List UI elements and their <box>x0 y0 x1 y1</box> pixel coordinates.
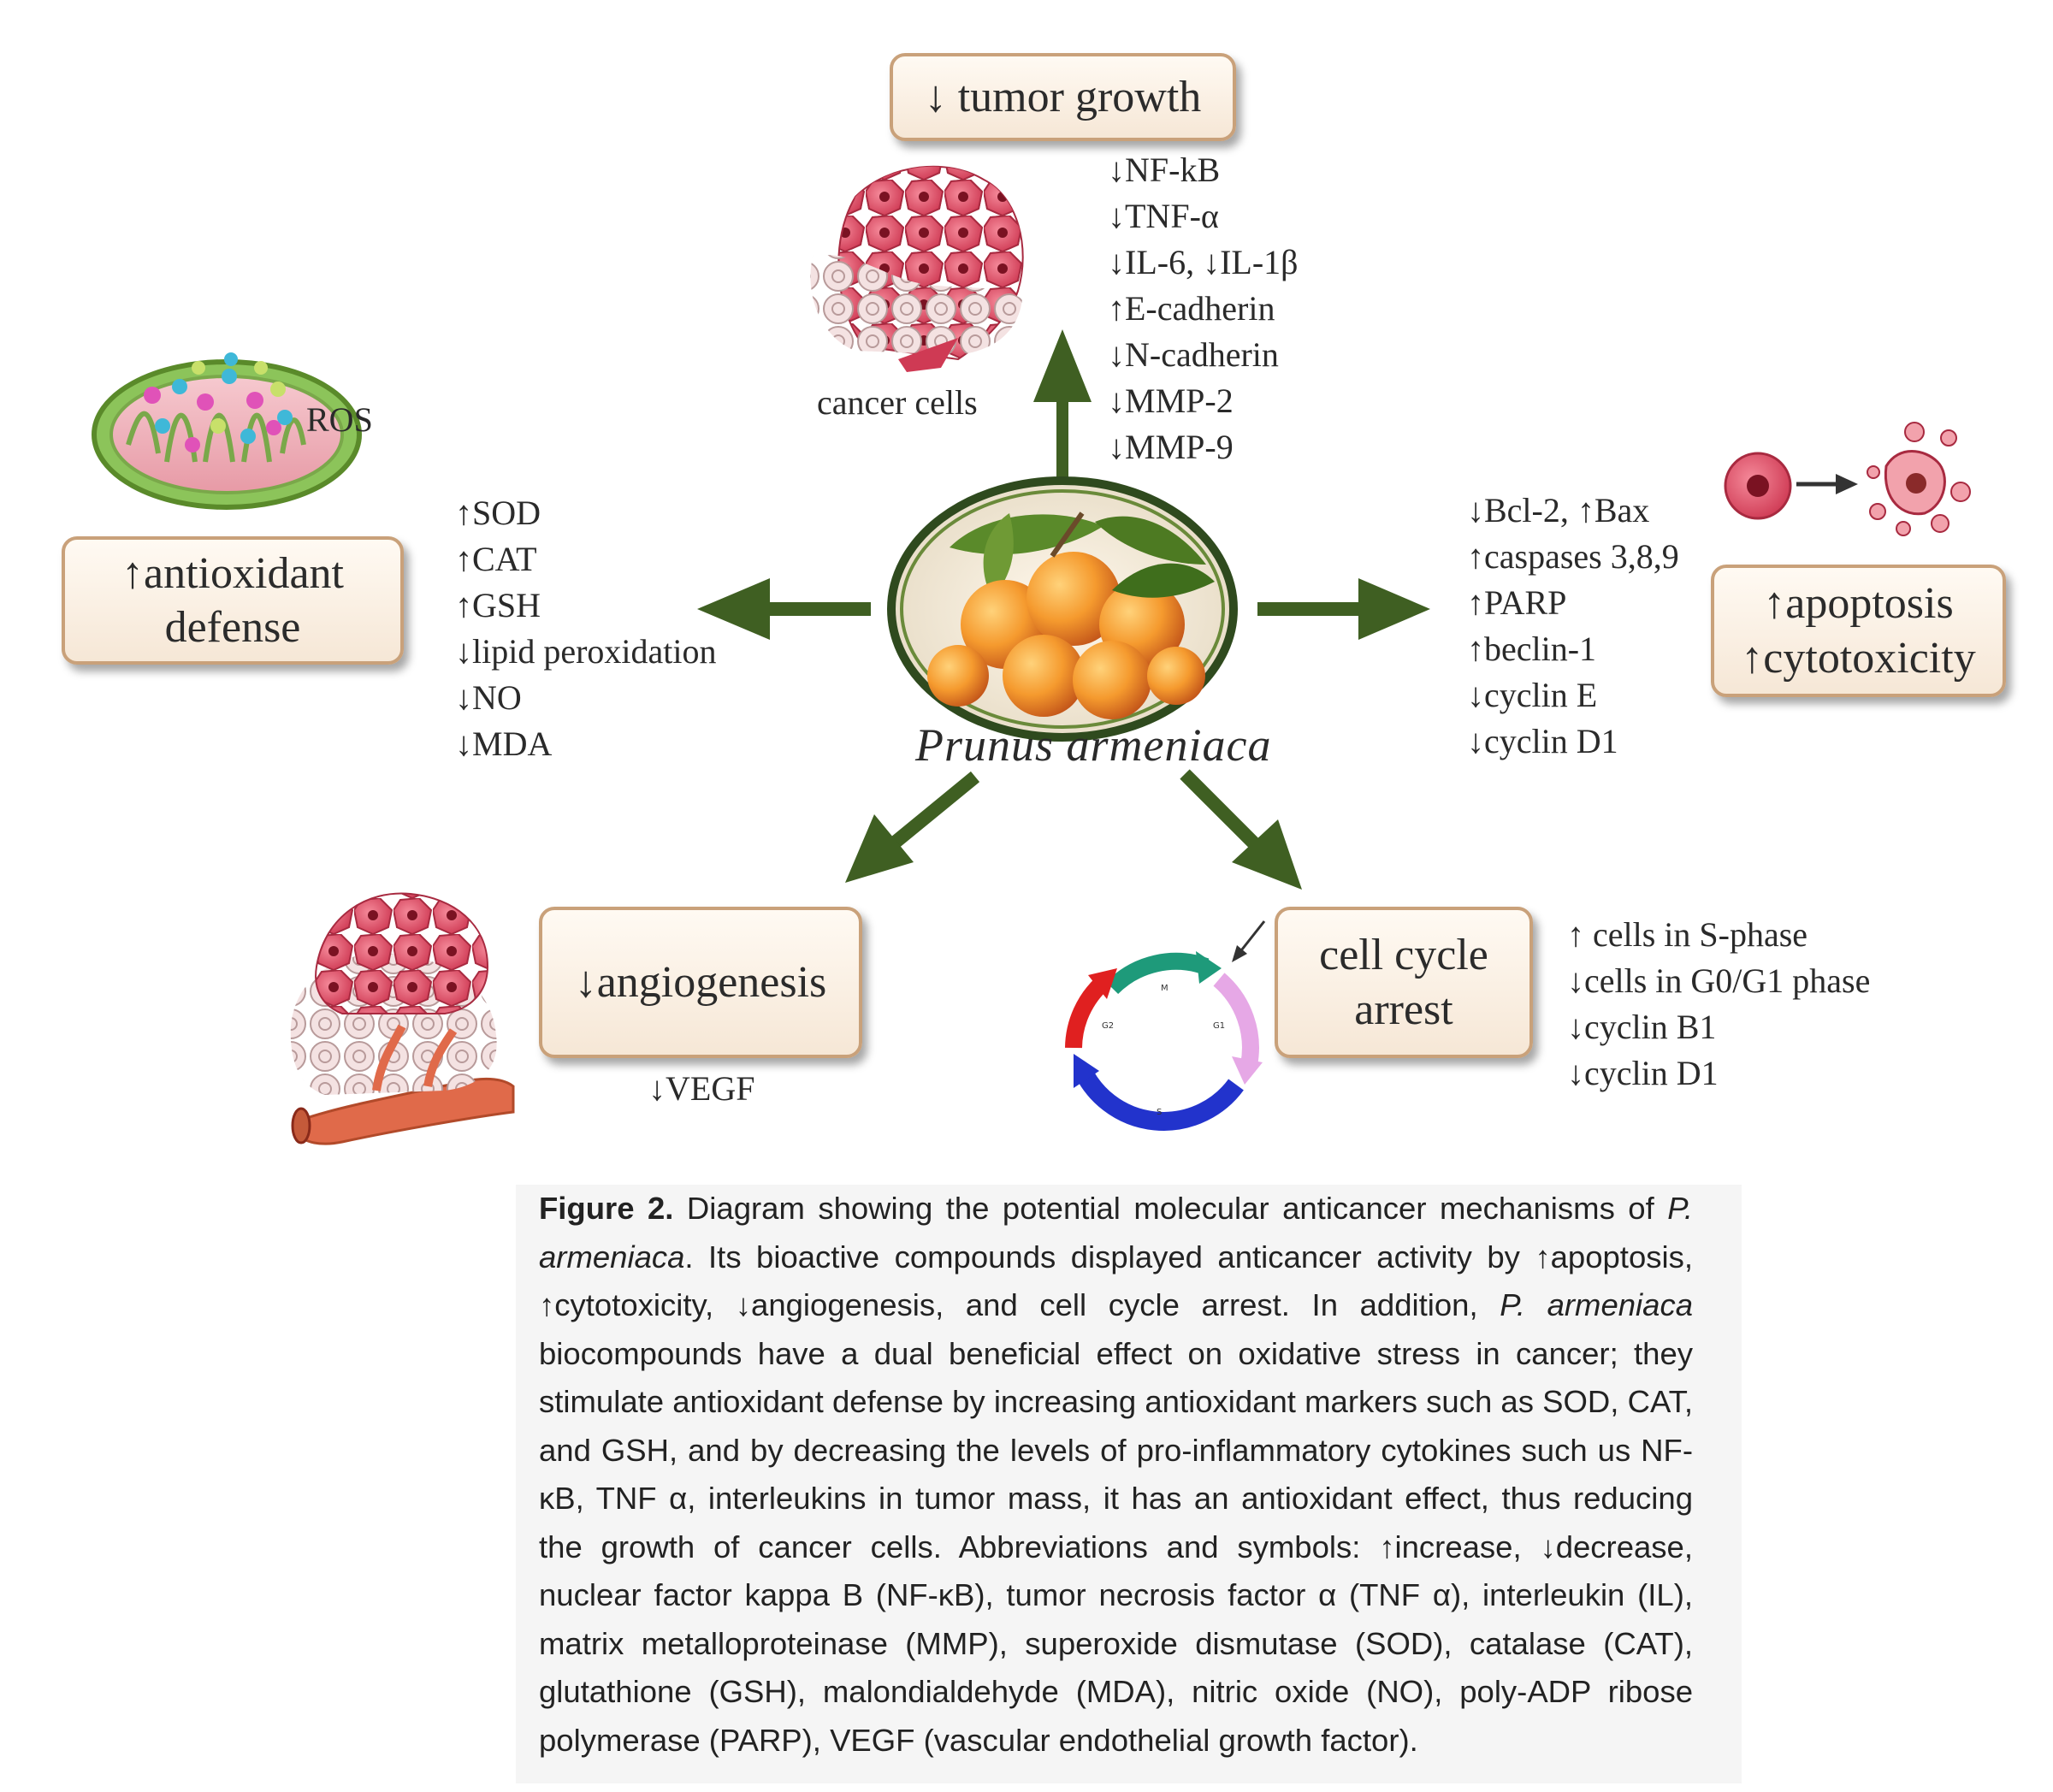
arrow-down-right <box>1180 769 1302 890</box>
antioxidant-markers: ↑SOD ↑CAT ↑GSH ↓lipid peroxidation ↓NO ↓… <box>455 490 717 767</box>
arrow-right <box>1257 578 1430 640</box>
marker-item: ↓N-cadherin <box>1108 335 1279 374</box>
cell-cycle-markers: ↑ cells in S-phase ↓cells in G0/G1 phase… <box>1567 912 1870 1097</box>
phase-g2-label: G2 <box>1102 1021 1114 1031</box>
marker-item: ↑caspases 3,8,9 <box>1467 537 1679 576</box>
mitochondrion-illustration <box>92 352 362 510</box>
antioxidant-line1: ↑antioxidant <box>121 548 344 598</box>
marker-item: ↓MDA <box>455 724 553 763</box>
marker-item: ↓IL-6, ↓IL-1β <box>1108 243 1299 281</box>
marker-item: ↑beclin-1 <box>1467 630 1597 668</box>
apoptotic-fragments <box>1867 422 1971 536</box>
cell-cycle-line2: arrest <box>1354 985 1453 1034</box>
antioxidant-line2: defense <box>164 603 301 652</box>
marker-item: ↓cyclin D1 <box>1467 722 1618 760</box>
cell-cycle-wheel: M G1 S G2 <box>1065 920 1266 1131</box>
angiogenesis-box: ↓angiogenesis <box>539 907 862 1058</box>
marker-item: ↓TNF-α <box>1108 197 1219 235</box>
marker-item: ↓MMP-9 <box>1108 428 1234 466</box>
marker-item: ↑E-cadherin <box>1108 289 1275 328</box>
apricot-illustration <box>887 476 1238 742</box>
cancer-cells-illustration <box>810 165 1024 372</box>
marker-item: ↓cyclin B1 <box>1567 1008 1717 1046</box>
marker-item: ↑SOD <box>455 494 541 532</box>
marker-item: ↓NO <box>455 678 522 717</box>
arrow-down-left <box>845 771 980 883</box>
antioxidant-defense-box: ↑antioxidant defense <box>62 536 404 665</box>
marker-item: ↓lipid peroxidation <box>455 632 717 671</box>
marker-item: ↑CAT <box>455 540 537 578</box>
tumor-growth-markers: ↓NF-kB ↓TNF-α ↓IL-6, ↓IL-1β ↑E-cadherin … <box>1108 147 1299 470</box>
caption-species-1: P. armeniaca <box>539 1191 1693 1275</box>
phase-m-label: M <box>1161 984 1168 993</box>
apoptosis-line2: ↑cytotoxicity <box>1741 633 1976 683</box>
marker-item: ↓cells in G0/G1 phase <box>1567 961 1871 1000</box>
cell-cycle-line1: cell cycle <box>1319 931 1488 980</box>
phase-s-label: S <box>1157 1108 1162 1117</box>
marker-item: ↓cyclin D1 <box>1567 1054 1719 1092</box>
marker-item: ↓cyclin E <box>1467 676 1598 714</box>
angiogenesis-label: ↓angiogenesis <box>574 957 827 1007</box>
marker-item: ↑PARP <box>1467 583 1567 622</box>
tumor-growth-box: ↓ tumor growth <box>890 53 1236 141</box>
ros-label: ROS <box>306 400 373 439</box>
caption-text-3: biocompounds have a dual beneficial effe… <box>539 1335 1693 1758</box>
angiogenesis-markers: ↓VEGF <box>648 1066 754 1112</box>
plant-name: Prunus armeniaca <box>915 719 1272 771</box>
marker-item: ↓MMP-2 <box>1108 381 1234 420</box>
marker-item: ↓Bcl-2, ↑Bax <box>1467 491 1650 529</box>
marker-item: ↑GSH <box>455 586 541 624</box>
tumor-growth-label: ↓ tumor growth <box>924 72 1202 121</box>
angiogenesis-illustration <box>290 892 515 1145</box>
apoptosis-illustration <box>1724 422 1971 536</box>
cancer-cells-label: cancer cells <box>817 383 978 422</box>
caption-species-2: P. armeniaca <box>1500 1287 1694 1322</box>
cell-cycle-arrest-box: cell cycle arrest <box>1275 907 1533 1058</box>
marker-item: ↓NF-kB <box>1108 151 1221 189</box>
marker-item: ↑ cells in S-phase <box>1567 915 1808 954</box>
caption-text-1: Diagram showing the potential molecular … <box>673 1191 1668 1226</box>
apoptosis-markers: ↓Bcl-2, ↑Bax ↑caspases 3,8,9 ↑PARP ↑becl… <box>1467 488 1679 765</box>
caption-text-2: . Its bioactive compounds displayed anti… <box>539 1239 1693 1323</box>
ros-molecules <box>144 352 293 452</box>
figure-label: Figure 2. <box>539 1191 674 1226</box>
apoptosis-cytotoxicity-box: ↑apoptosis ↑cytotoxicity <box>1711 565 2006 697</box>
figure-caption: Figure 2. Diagram showing the potential … <box>516 1185 1742 1783</box>
arrow-left <box>697 578 871 640</box>
marker-item: ↓VEGF <box>648 1069 755 1108</box>
apoptosis-line1: ↑apoptosis <box>1763 579 1954 629</box>
phase-g1-label: G1 <box>1213 1021 1225 1031</box>
